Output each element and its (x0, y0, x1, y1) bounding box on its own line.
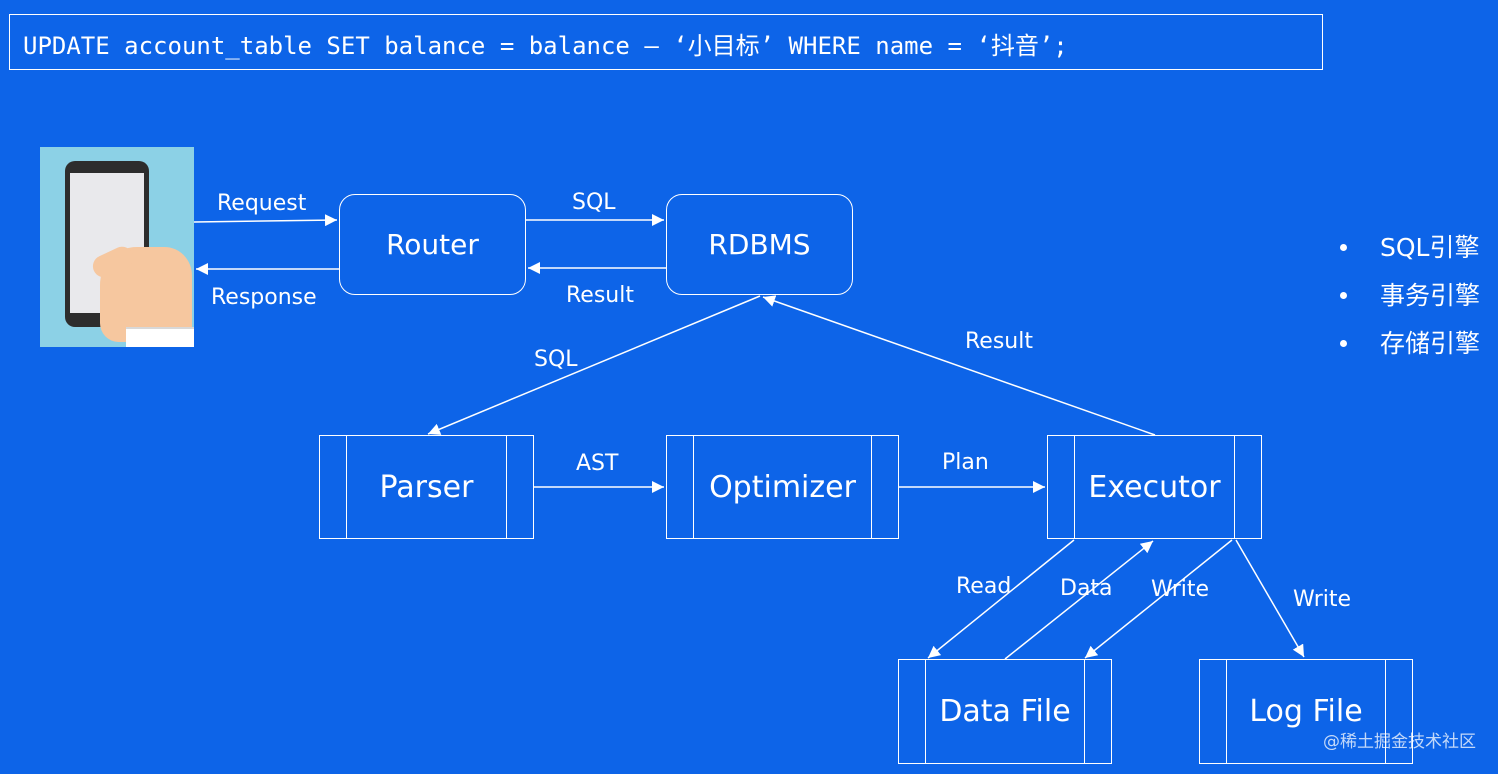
label-read: Read (956, 574, 1012, 599)
client-phone-illustration (40, 147, 194, 347)
label-response: Response (211, 285, 317, 310)
data-file-label: Data File (939, 694, 1071, 729)
arrow-request (193, 214, 338, 227)
label-plan: Plan (942, 450, 989, 475)
parser-label: Parser (379, 469, 474, 505)
label-result-to-rdbms: Result (965, 329, 1033, 354)
engine-item: SQL引擎 (1336, 224, 1480, 272)
router-node: Router (339, 194, 526, 295)
bullet-icon (1340, 244, 1347, 251)
engine-item: 事务引擎 (1336, 272, 1480, 320)
arrow-sql-to-parser (427, 295, 761, 435)
arrow-data (1004, 540, 1154, 660)
bullet-icon (1340, 292, 1347, 299)
engine-list: SQL引擎 事务引擎 存储引擎 (1336, 224, 1480, 368)
arrow-result-to-rdbms (762, 295, 1156, 436)
router-label: Router (386, 228, 479, 261)
optimizer-node: Optimizer (666, 435, 899, 539)
label-request: Request (217, 191, 307, 216)
sleeve-icon (126, 327, 194, 347)
sql-statement: UPDATE account_table SET balance = balan… (23, 32, 1068, 60)
data-file-node: Data File (898, 659, 1112, 764)
label-write-log: Write (1293, 587, 1352, 612)
source-watermark: @稀土掘金技术社区 (1323, 732, 1476, 752)
label-result-to-router: Result (566, 283, 634, 308)
label-ast: AST (576, 451, 619, 476)
log-file-label: Log File (1249, 694, 1363, 729)
label-sql-to-rdbms: SQL (572, 190, 616, 215)
bullet-icon (1340, 340, 1347, 347)
label-sql-to-parser: SQL (534, 347, 578, 372)
arrow-write-log (1235, 539, 1305, 658)
arrow-write-data (1084, 539, 1233, 659)
optimizer-label: Optimizer (709, 469, 856, 505)
sql-statement-box: UPDATE account_table SET balance = balan… (9, 14, 1323, 70)
executor-label: Executor (1088, 469, 1221, 505)
rdbms-node: RDBMS (666, 194, 853, 295)
log-file-node: Log File (1199, 659, 1413, 764)
label-write-data: Write (1151, 577, 1210, 602)
label-data: Data (1060, 576, 1113, 601)
parser-node: Parser (319, 435, 534, 539)
arrow-read (927, 539, 1075, 659)
rdbms-label: RDBMS (708, 228, 811, 261)
engine-item: 存储引擎 (1336, 320, 1480, 368)
